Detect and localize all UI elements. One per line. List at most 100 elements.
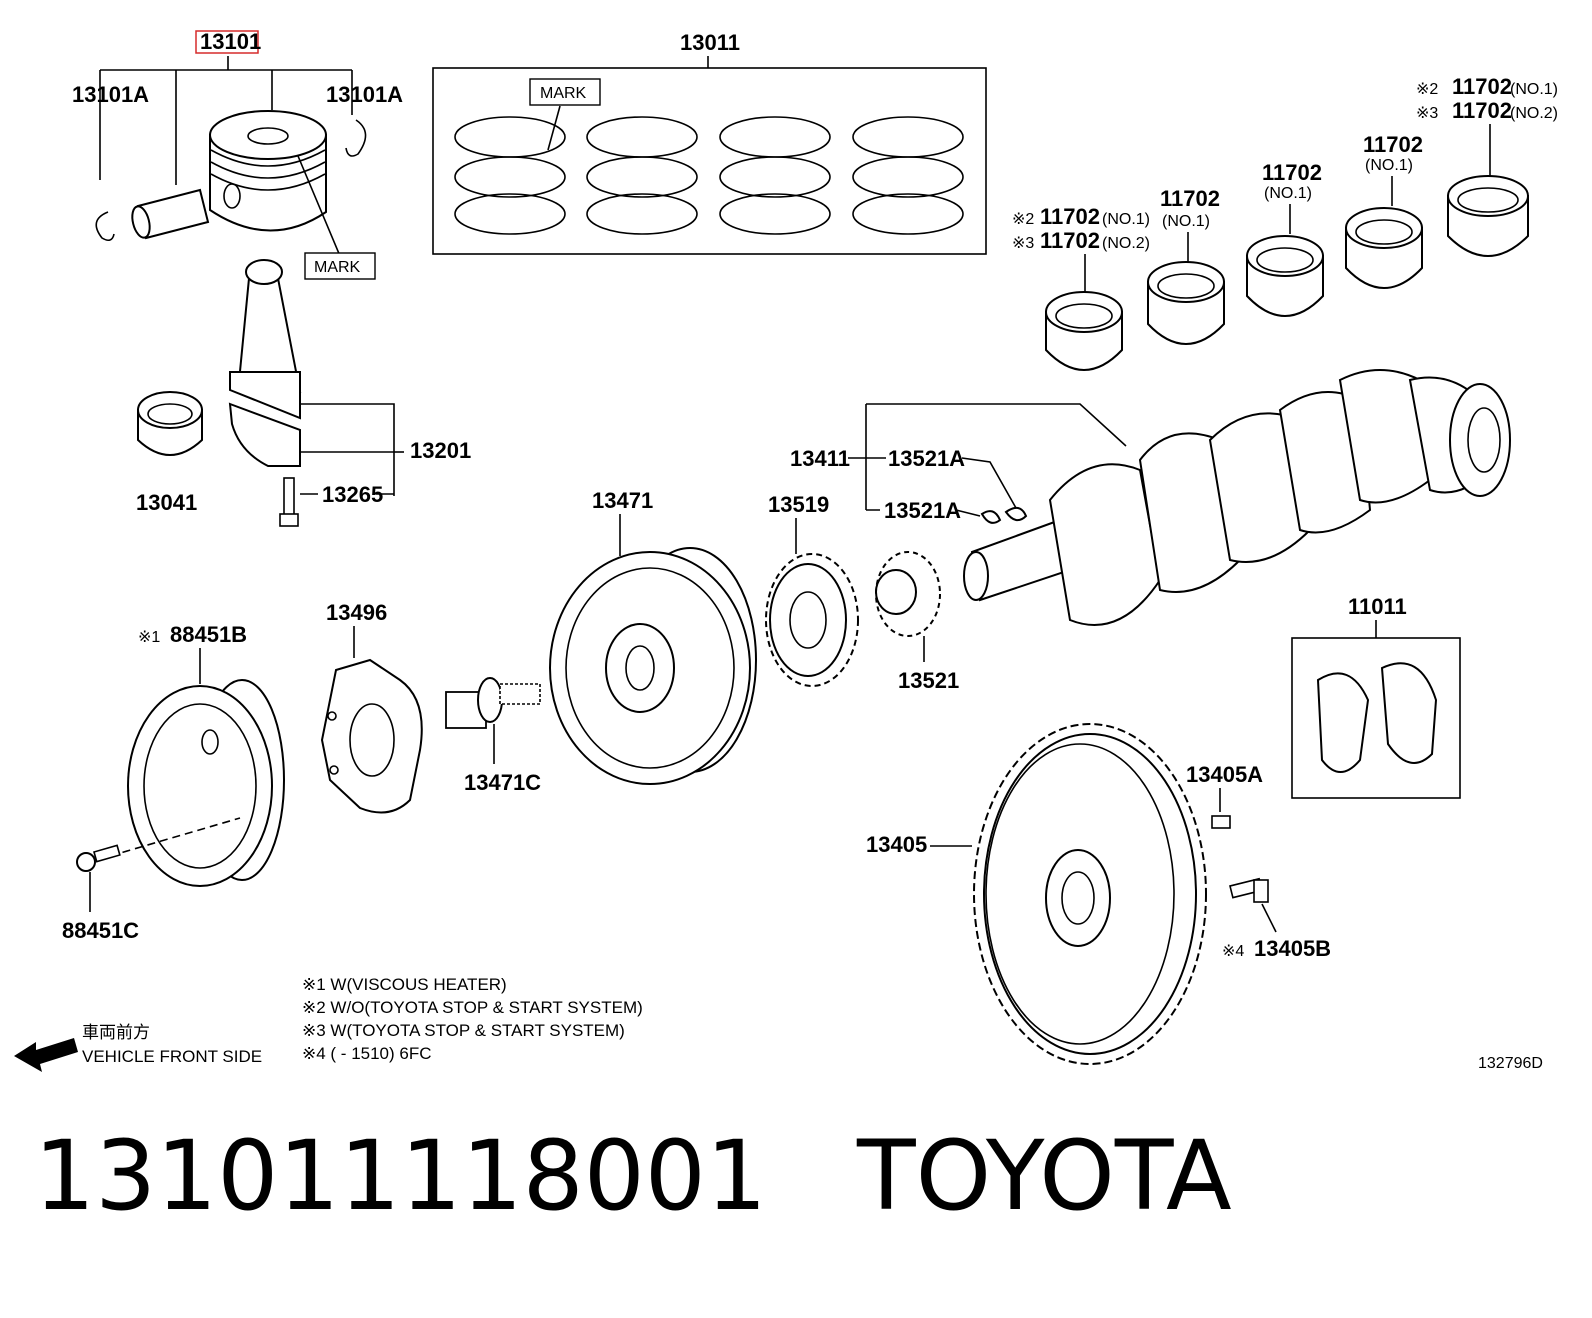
label-crankshaft[interactable]: 13411 (790, 446, 850, 471)
leader-mark-ring (547, 105, 561, 151)
direction-indicator: 車両前方 VEHICLE FRONT SIDE (14, 1023, 262, 1072)
pulley-axis-line (109, 817, 241, 857)
label-flywheel[interactable]: 13405 (866, 832, 927, 857)
label-conrod[interactable]: 13201 (410, 438, 471, 463)
label-bearing-d[interactable]: 11702 (1363, 132, 1423, 157)
flywheel (973, 723, 1207, 1065)
note-flywheel-bolt: ※4 (1222, 943, 1244, 960)
sub-bearing-e-1: (NO.1) (1510, 81, 1558, 98)
parts-diagram: 13101 13101A 13101A MARK 13011 MARK (14, 29, 1558, 1072)
conrod-bolt (279, 477, 299, 527)
direction-jp: 車両前方 (82, 1023, 150, 1042)
label-pulley-bolt[interactable]: 13471C (464, 770, 541, 795)
label-thrust-washer[interactable]: 11011 (1348, 594, 1407, 619)
crankshaft-group: 13411 13521A 13521A (790, 369, 1511, 626)
note-bearing-a-2: ※3 (1012, 235, 1034, 252)
ring-group-3 (719, 116, 831, 235)
crank-gear-group: 13519 (765, 492, 859, 687)
pulley (127, 679, 285, 887)
damper-pulley (549, 547, 757, 785)
bearing-d (1345, 207, 1423, 289)
label-bearing-a-2[interactable]: 11702 (1040, 228, 1100, 253)
sub-bearing-a-1: (NO.1) (1102, 211, 1150, 228)
leader-crankshaft (848, 403, 1127, 511)
note-1: ※1 W(VISCOUS HEATER) (302, 975, 507, 994)
bearing-c (1246, 235, 1324, 317)
label-flywheel-bolt[interactable]: 13405B (1254, 936, 1331, 961)
diagram-id: 132796D (1478, 1055, 1543, 1072)
sub-bearing-c: (NO.1) (1264, 185, 1312, 202)
piston-pin (131, 188, 210, 240)
ring-set-group: 13011 MARK (432, 30, 987, 255)
label-crank-gear[interactable]: 13519 (768, 492, 829, 517)
leader-piston-set (99, 56, 353, 185)
pulley-bolt-group: 13471C (445, 677, 541, 795)
sub-bearing-b: (NO.1) (1162, 213, 1210, 230)
thrust-washer-group: 11011 (1291, 594, 1461, 799)
note-bearing-e-2: ※3 (1416, 105, 1438, 122)
label-piston-set[interactable]: 13101 (200, 29, 261, 54)
label-conrod-bolt[interactable]: 13265 (322, 482, 383, 507)
note-bearing-a-1: ※2 (1012, 211, 1034, 228)
thrust-washer-box (1291, 637, 1461, 799)
label-plate[interactable]: 13496 (326, 600, 387, 625)
label-key-upper[interactable]: 13521A (888, 446, 965, 471)
timing-sprocket (875, 551, 941, 637)
label-pulley[interactable]: 88451B (170, 622, 247, 647)
label-key-lower[interactable]: 13521A (884, 498, 961, 523)
label-pulley-bolt-small[interactable]: 88451C (62, 918, 139, 943)
note-3: ※3 W(TOYOTA STOP & START SYSTEM) (302, 1021, 625, 1040)
sub-bearing-e-2: (NO.2) (1510, 105, 1558, 122)
conrod-group: 13201 13041 13265 (136, 259, 471, 527)
label-bearing-c[interactable]: 11702 (1262, 160, 1322, 185)
note-2: ※2 W/O(TOYOTA STOP & START SYSTEM) (302, 998, 643, 1017)
label-snap-ring-right[interactable]: 13101A (326, 82, 403, 107)
conrod-bearing (137, 391, 203, 456)
piston (209, 110, 327, 232)
label-conrod-bearing[interactable]: 13041 (136, 490, 197, 515)
label-mark-piston[interactable]: MARK (314, 259, 361, 276)
pulley-bolt (445, 677, 541, 729)
snap-ring-left (95, 211, 115, 242)
footer-part-number: 131011118001 (34, 1120, 767, 1232)
label-snap-ring-left[interactable]: 13101A (72, 82, 149, 107)
mark-box-ring (529, 78, 601, 106)
ring-group-1 (454, 116, 566, 235)
ring-group-2 (586, 116, 698, 235)
label-bearing-e-1[interactable]: 11702 (1452, 74, 1512, 99)
ring-group-4 (852, 116, 964, 235)
note-pulley: ※1 (138, 629, 160, 646)
mark-box-piston (304, 252, 376, 280)
thrust-washer-right (1380, 662, 1438, 764)
note-4: ※4 ( - 1510) 6FC (302, 1044, 432, 1063)
snap-ring-right (345, 119, 367, 157)
label-bearing-e-2[interactable]: 11702 (1452, 98, 1512, 123)
leader-key-lower (955, 509, 981, 517)
label-flywheel-pin[interactable]: 13405A (1186, 762, 1263, 787)
flywheel-group: 13405A 13405 ※4 13405B (866, 723, 1331, 1065)
flywheel-pin (1211, 815, 1231, 829)
leader-flywheel-bolt (1261, 903, 1277, 933)
leader-mark-piston (297, 155, 341, 257)
highlight-box (195, 30, 259, 54)
pulley-group: ※1 88451B 88451C (62, 622, 285, 943)
piston-group: 13101 13101A 13101A MARK (72, 29, 403, 280)
label-damper-pulley[interactable]: 13471 (592, 488, 653, 513)
label-timing-sprocket[interactable]: 13521 (898, 668, 959, 693)
bearing-e (1447, 175, 1529, 257)
main-bearings-group: ※2 11702 (NO.1) ※3 11702 (NO.2) 11702 (N… (1012, 74, 1558, 371)
plate (320, 658, 423, 814)
label-bearing-b[interactable]: 11702 (1160, 186, 1220, 211)
crankshaft (963, 369, 1511, 626)
label-ring-set[interactable]: 13011 (680, 30, 740, 55)
bearing-a (1045, 291, 1123, 371)
label-bearing-a-1[interactable]: 11702 (1040, 204, 1100, 229)
pulley-bolt-small (76, 844, 121, 872)
notes: ※1 W(VISCOUS HEATER) ※2 W/O(TOYOTA STOP … (302, 975, 643, 1063)
crank-gear (765, 553, 859, 687)
thrust-washer-left (1316, 672, 1370, 773)
footer-brand: TOYOTA (856, 1120, 1232, 1232)
leader-conrod (300, 403, 395, 496)
label-mark-ring[interactable]: MARK (540, 85, 587, 102)
